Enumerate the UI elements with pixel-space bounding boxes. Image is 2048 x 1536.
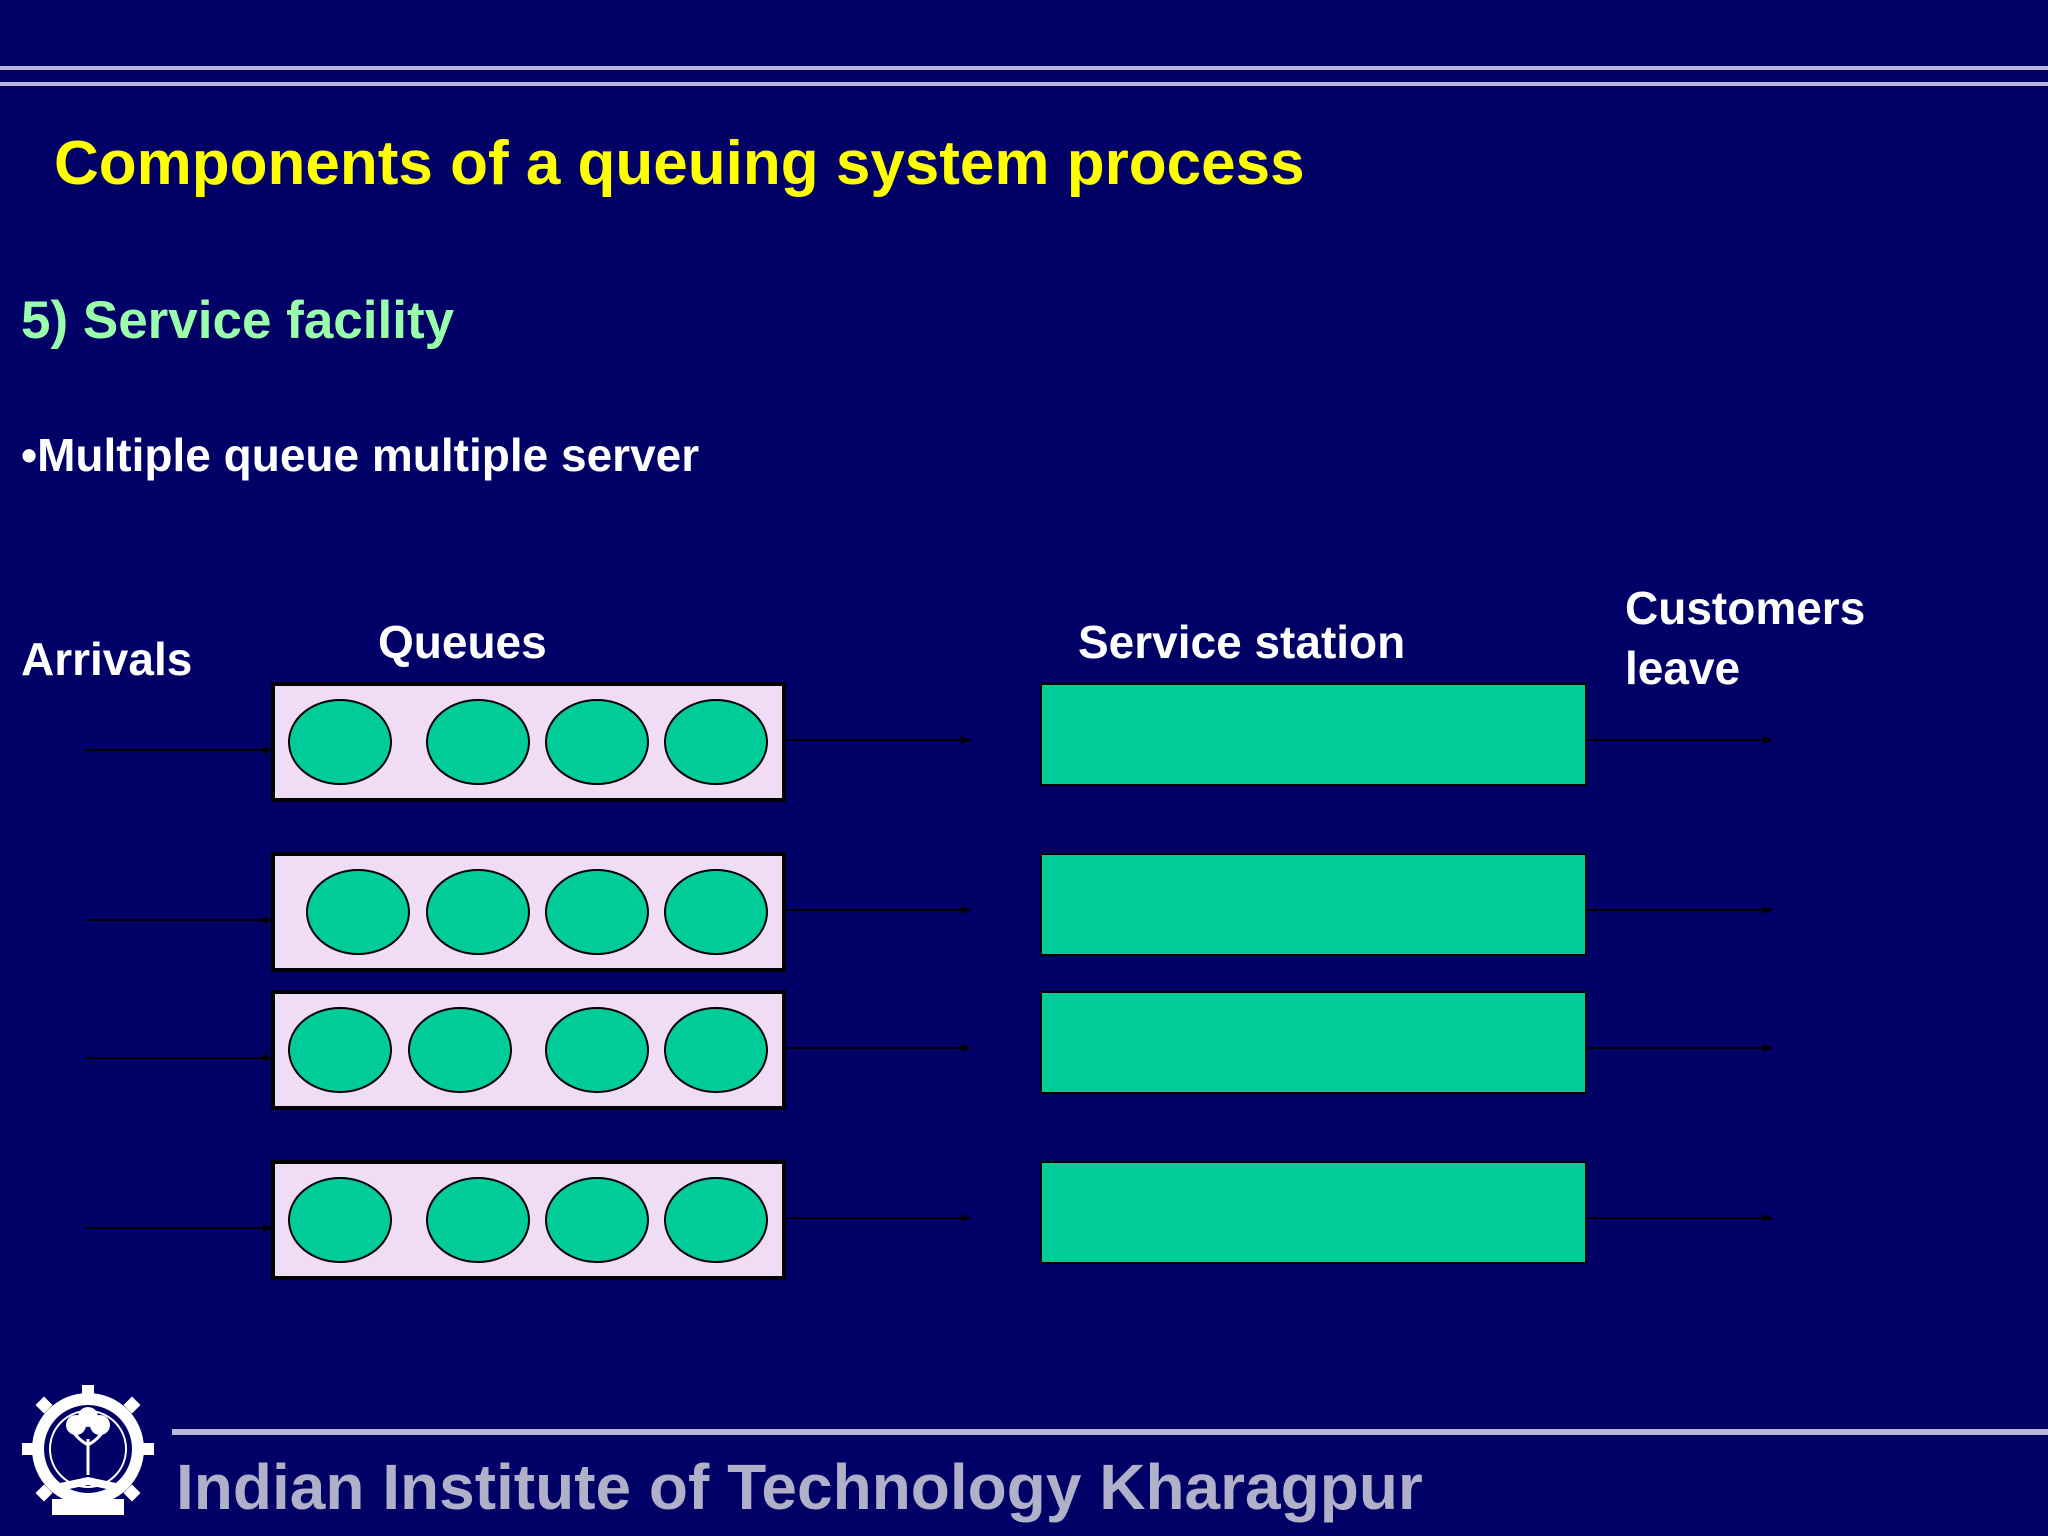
footer-rule xyxy=(172,1429,2048,1435)
slide-subtitle: 5) Service facility xyxy=(21,291,455,350)
queue-diagram xyxy=(85,682,1773,1280)
service-station-box xyxy=(1040,1161,1587,1264)
label-service-station: Service station xyxy=(1078,616,1406,668)
customer-circle xyxy=(545,699,649,785)
customer-circle xyxy=(288,699,392,785)
label-customers-leave: Customers leave xyxy=(1625,578,1865,698)
customer-circle xyxy=(288,1177,392,1263)
customer-circle xyxy=(426,699,530,785)
customer-circle xyxy=(426,1177,530,1263)
customer-circle xyxy=(288,1007,392,1093)
customer-circle xyxy=(545,869,649,955)
slide-title: Components of a queuing system process xyxy=(54,129,1305,198)
service-station-box xyxy=(1040,991,1587,1094)
iit-kharagpur-logo-icon xyxy=(22,1385,154,1515)
label-customers-leave-line2: leave xyxy=(1625,642,1741,694)
customer-circle xyxy=(664,1177,768,1263)
customer-circle xyxy=(664,699,768,785)
service-station-box xyxy=(1040,683,1587,786)
customer-circle xyxy=(545,1007,649,1093)
label-customers-leave-line1: Customers xyxy=(1625,582,1866,634)
label-queues: Queues xyxy=(378,616,547,668)
customer-circle xyxy=(664,1007,768,1093)
top-rule-2 xyxy=(0,82,2048,86)
label-arrivals: Arrivals xyxy=(21,633,193,685)
customer-circle xyxy=(545,1177,649,1263)
top-rule-1 xyxy=(0,66,2048,70)
customer-circle xyxy=(426,869,530,955)
service-station-box xyxy=(1040,853,1587,956)
footer-institution: Indian Institute of Technology Kharagpur xyxy=(176,1451,1423,1523)
bullet-point: •Multiple queue multiple server xyxy=(21,429,700,481)
customer-circle xyxy=(664,869,768,955)
customer-circle xyxy=(408,1007,512,1093)
customer-circle xyxy=(306,869,410,955)
